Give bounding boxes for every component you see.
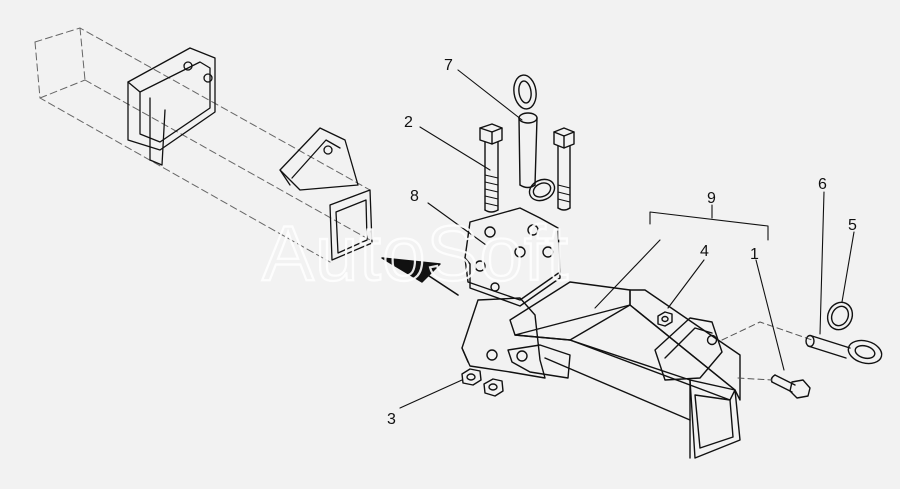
callout-3: 3 xyxy=(387,411,396,428)
nut-3-right xyxy=(483,378,504,397)
frame-rear-bracket xyxy=(127,47,216,166)
nut-3-left xyxy=(461,368,482,386)
frame-end xyxy=(329,189,373,261)
leader-lines xyxy=(399,69,855,409)
bolt-1 xyxy=(770,374,811,399)
mounting-plate-8 xyxy=(464,207,561,307)
frame-front-clevis xyxy=(279,127,359,191)
callout-4: 4 xyxy=(700,243,709,260)
lower-side-plate xyxy=(461,297,546,379)
snap-ring-5 xyxy=(826,301,854,331)
nut-4 xyxy=(657,311,673,327)
pin-7 xyxy=(513,74,538,189)
drawbar-9 xyxy=(507,281,741,459)
pin-6 xyxy=(805,334,883,365)
bolt-2-left xyxy=(479,123,503,213)
callout-1: 1 xyxy=(750,246,759,263)
callout-5: 5 xyxy=(848,217,857,234)
callout-9: 9 xyxy=(707,190,716,207)
alignment-lines xyxy=(721,321,813,381)
callout-7: 7 xyxy=(444,57,453,74)
direction-arrow xyxy=(381,257,459,296)
callout-8: 8 xyxy=(410,188,419,205)
callout-2: 2 xyxy=(404,114,413,131)
callout-6: 6 xyxy=(818,176,827,193)
watermark-logo: AutoSoft xyxy=(262,209,569,297)
callout-labels: 7 2 8 9 4 1 6 5 3 xyxy=(387,57,857,428)
bolt-2-right xyxy=(553,127,575,211)
snap-ring-7 xyxy=(528,178,556,202)
